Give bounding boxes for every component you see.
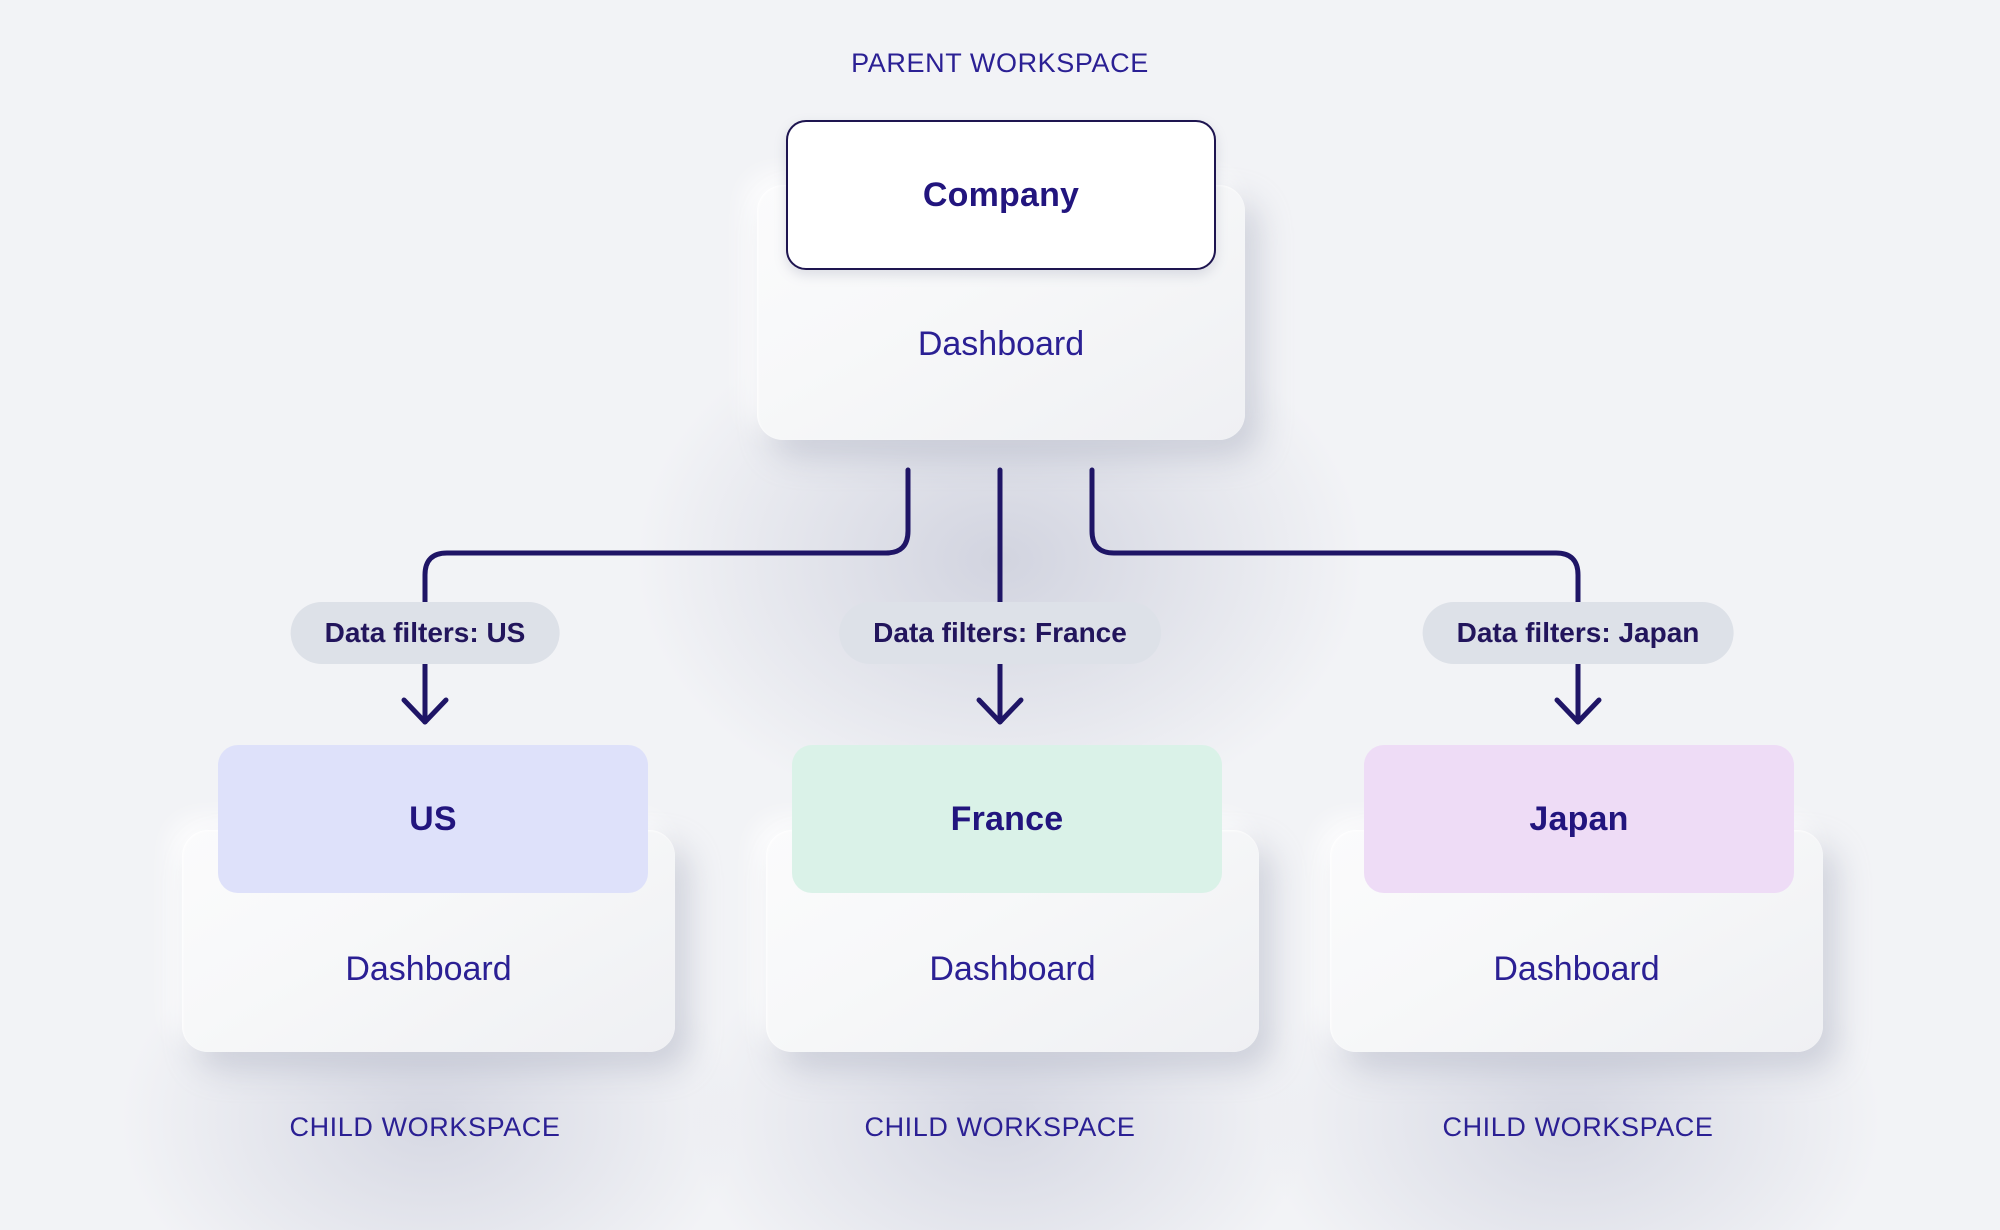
arrow-head-france	[976, 697, 1024, 725]
child-workspace-label-france: CHILD WORKSPACE	[864, 1112, 1136, 1142]
parent-workspace-chip-company[interactable]: Company	[786, 120, 1216, 270]
data-filter-pill-us[interactable]: Data filters: US	[290, 602, 560, 664]
child-dashboard-label-us: Dashboard	[345, 950, 512, 988]
child-workspace-label-us: CHILD WORKSPACE	[289, 1112, 561, 1142]
child-dashboard-label-france: Dashboard	[929, 950, 1096, 988]
child-workspace-chip-france[interactable]: France	[792, 745, 1222, 893]
connector-to-japan	[1089, 467, 1581, 605]
child-workspace-chip-us[interactable]: US	[218, 745, 648, 893]
arrow-head-japan	[1554, 697, 1602, 725]
data-filter-pill-japan[interactable]: Data filters: Japan	[1422, 602, 1734, 664]
data-filter-pill-france[interactable]: Data filters: France	[839, 602, 1161, 664]
child-workspace-chip-japan[interactable]: Japan	[1364, 745, 1794, 893]
arrow-head-us	[401, 697, 449, 725]
child-workspace-label-japan: CHILD WORKSPACE	[1442, 1112, 1714, 1142]
parent-workspace-label: PARENT WORKSPACE	[851, 48, 1149, 78]
connector-to-us	[422, 467, 911, 605]
parent-dashboard-label: Dashboard	[917, 325, 1085, 363]
child-dashboard-label-japan: Dashboard	[1493, 950, 1660, 988]
